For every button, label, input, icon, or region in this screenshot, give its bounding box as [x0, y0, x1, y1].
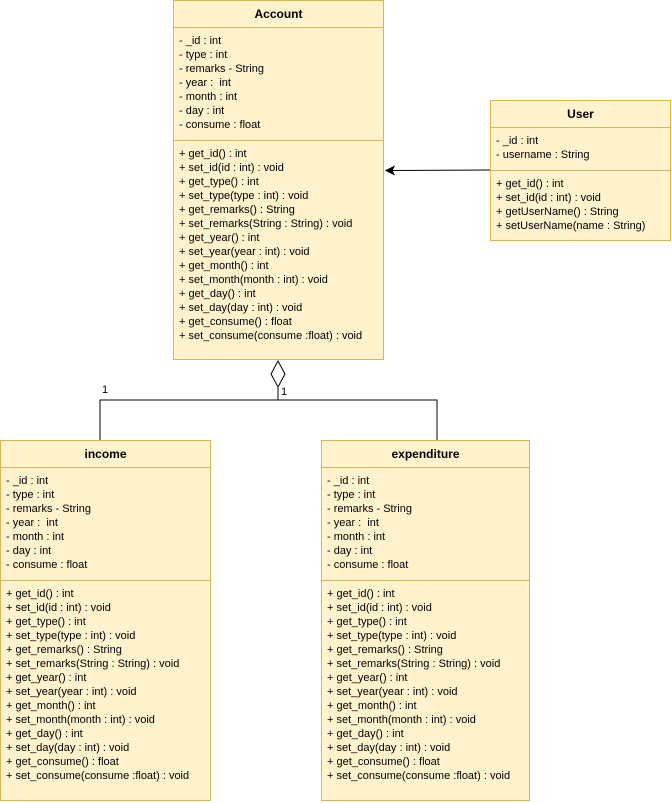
class-income-operation: + set_type(type : int) : void — [6, 630, 136, 642]
class-expenditure-attribute: - year : int — [327, 517, 379, 529]
class-account-attribute: - _id : int — [179, 35, 222, 47]
class-account[interactable]: Account - _id : int - type : int - remarks… — [173, 0, 384, 360]
class-expenditure-attribute: - remarks - String — [327, 503, 412, 515]
class-expenditure-operation: + set_type(type : int) : void — [327, 630, 457, 642]
aggregation-diamond — [270, 359, 286, 389]
class-user-operation: + set_id(id : int) : void — [496, 192, 601, 204]
class-expenditure-operation: + get_type() : int — [327, 616, 407, 628]
class-income-operation: + get_day() : int — [6, 728, 83, 740]
class-account-operation: + set_day(day : int) : void — [179, 302, 303, 314]
aggregation-line-expenditure — [277, 387, 438, 440]
class-expenditure-attribute: - _id : int — [327, 475, 370, 487]
class-income-operation: + set_day(day : int) : void — [6, 742, 130, 754]
class-expenditure-operation: + get_day() : int — [327, 728, 404, 740]
class-income-operation: + get_year() : int — [6, 672, 87, 684]
user-account-association-line — [391, 169, 491, 171]
association-arrowhead — [384, 165, 396, 176]
class-account-operation: + get_day() : int — [179, 288, 256, 300]
class-user-attribute: - _id : int — [496, 135, 539, 147]
class-expenditure-attribute: - consume : float — [327, 559, 409, 571]
class-expenditure-operation: + set_consume(consume :float) : void — [327, 770, 511, 782]
class-account-attribute: - type : int — [179, 49, 228, 61]
class-account-operation: + set_remarks(String : String) : void — [179, 218, 353, 230]
class-account-attribute: - month : int — [179, 91, 238, 103]
class-expenditure-operation: + get_year() : int — [327, 672, 408, 684]
class-income-operations: + get_id() : int + set_id(id : int) : voi… — [1, 581, 210, 789]
class-user-attributes: - _id : int - username : String — [491, 128, 670, 171]
class-income-attribute: - _id : int — [6, 475, 49, 487]
class-account-attribute: - consume : float — [179, 119, 261, 131]
aggregation-line-income — [99, 387, 279, 440]
class-income-attributes: - _id : int - type : int - remarks - Strin… — [1, 468, 210, 581]
class-income-attribute: - year : int — [6, 517, 58, 529]
class-account-title: Account — [174, 1, 383, 28]
class-expenditure-operation: + set_month(month : int) : void — [327, 714, 476, 726]
class-account-attributes: - _id : int - type : int - remarks - Strin… — [174, 28, 383, 141]
class-account-operation: + get_type() : int — [179, 176, 259, 188]
class-account-operation: + set_type(type : int) : void — [179, 190, 309, 202]
class-account-operation: + get_remarks() : String — [179, 204, 295, 216]
class-expenditure-attribute: - day : int — [327, 545, 373, 557]
class-account-operation: + set_month(month : int) : void — [179, 274, 328, 286]
class-account-operation: + set_consume(consume :float) : void — [179, 330, 363, 342]
class-income-attribute: - remarks - String — [6, 503, 91, 515]
class-income[interactable]: income - _id : int - type : int - remarks … — [0, 440, 211, 801]
class-expenditure-attributes: - _id : int - type : int - remarks - Strin… — [322, 468, 529, 581]
class-expenditure-attribute: - month : int — [327, 531, 386, 543]
class-expenditure-title: expenditure — [322, 441, 529, 468]
class-income-operation: + get_type() : int — [6, 616, 86, 628]
class-expenditure-operation: + get_remarks() : String — [327, 644, 443, 656]
class-expenditure-operation: + set_remarks(String : String) : void — [327, 658, 501, 670]
class-expenditure-operation: + get_id() : int — [327, 588, 395, 600]
class-account-operation: + set_year(year : int) : void — [179, 246, 310, 258]
class-income-operation: + get_month() : int — [6, 700, 96, 712]
class-expenditure-operation: + set_id(id : int) : void — [327, 602, 432, 614]
class-income-operation: + set_month(month : int) : void — [6, 714, 155, 726]
class-user-operations: + get_id() : int + set_id(id : int) : voi… — [491, 171, 670, 239]
class-expenditure-operations: + get_id() : int + set_id(id : int) : voi… — [322, 581, 529, 789]
class-account-attribute: - year : int — [179, 77, 231, 89]
multiplicity-income: 1 — [102, 384, 109, 396]
class-income-attribute: - type : int — [6, 489, 55, 501]
class-user[interactable]: User - _id : int - username : String + ge… — [490, 100, 671, 241]
class-income-attribute: - month : int — [6, 531, 65, 543]
class-income-operation: + set_year(year : int) : void — [6, 686, 137, 698]
class-account-attribute: - remarks - String — [179, 63, 264, 75]
class-expenditure-operation: + get_month() : int — [327, 700, 417, 712]
class-user-attribute: - username : String — [496, 149, 590, 161]
class-expenditure-operation: + set_year(year : int) : void — [327, 686, 458, 698]
class-income-attribute: - day : int — [6, 545, 52, 557]
class-expenditure[interactable]: expenditure - _id : int - type : int - rem… — [321, 440, 530, 801]
multiplicity-expenditure: 1 — [281, 386, 288, 398]
class-income-operation: + get_remarks() : String — [6, 644, 122, 656]
class-income-operation: + set_consume(consume :float) : void — [6, 770, 190, 782]
class-income-operation: + set_remarks(String : String) : void — [6, 658, 180, 670]
class-account-operations: + get_id() : int + set_id(id : int) : voi… — [174, 141, 383, 349]
class-income-operation: + get_consume() : float — [6, 756, 119, 768]
class-account-attribute: - day : int — [179, 105, 225, 117]
class-account-operation: + get_id() : int — [179, 148, 247, 160]
class-user-operation: + get_id() : int — [496, 178, 564, 190]
class-expenditure-attribute: - type : int — [327, 489, 376, 501]
class-expenditure-operation: + set_day(day : int) : void — [327, 742, 451, 754]
class-income-attribute: - consume : float — [6, 559, 88, 571]
class-user-operation: + getUserName() : String — [496, 206, 619, 218]
class-income-operation: + set_id(id : int) : void — [6, 602, 111, 614]
class-income-title: income — [1, 441, 210, 468]
class-account-operation: + get_month() : int — [179, 260, 269, 272]
class-user-title: User — [491, 101, 670, 128]
class-account-operation: + get_year() : int — [179, 232, 260, 244]
class-expenditure-operation: + get_consume() : float — [327, 756, 440, 768]
class-income-operation: + get_id() : int — [6, 588, 74, 600]
class-user-operation: + setUserName(name : String) — [496, 220, 646, 232]
class-account-operation: + get_consume() : float — [179, 316, 292, 328]
class-account-operation: + set_id(id : int) : void — [179, 162, 284, 174]
